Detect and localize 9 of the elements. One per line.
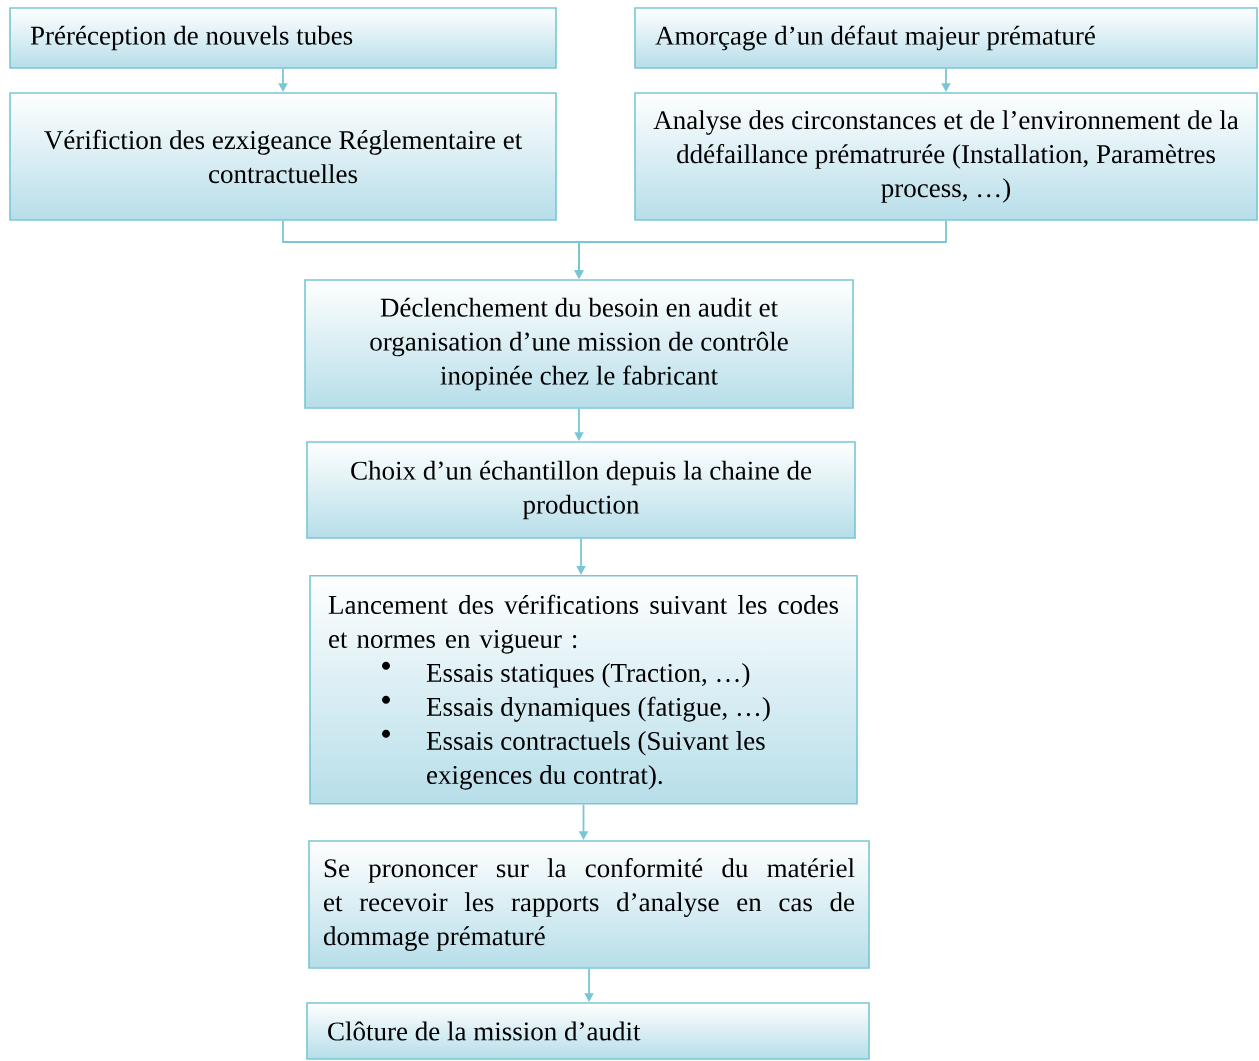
process-box: Déclenchement du besoin en audit et organisation d’une mission de contrôle inopinée chez le fabricant <box>304 279 854 409</box>
process-box: Se prononcer sur la conformité du matériel et recevoir les rapports d’analyse en cas de dommage prématuré <box>308 840 870 969</box>
process-box: Vérifiction des ezxigeance Réglementaire et contractuelles <box>9 92 557 221</box>
process-box: Analyse des circonstances et de l’environnement de la ddéfaillance prématrurée (Installation, Paramètres process, …) <box>634 92 1258 221</box>
process-box: Amorçage d’un défaut majeur prématuré <box>634 7 1258 69</box>
process-box: Choix d’un échantillon depuis la chaine de production <box>306 441 856 539</box>
process-box: Clôture de la mission d’audit <box>306 1002 870 1060</box>
process-box: Préréception de nouvels tubes <box>9 7 557 69</box>
process-box: Lancement des vérifications suivant les codes et normes en vigueur : Essais statiques (Traction, …) Essais dynamiques (fatigue, …) Essais contractuels (Suivant les exigences du contrat). <box>309 575 858 805</box>
